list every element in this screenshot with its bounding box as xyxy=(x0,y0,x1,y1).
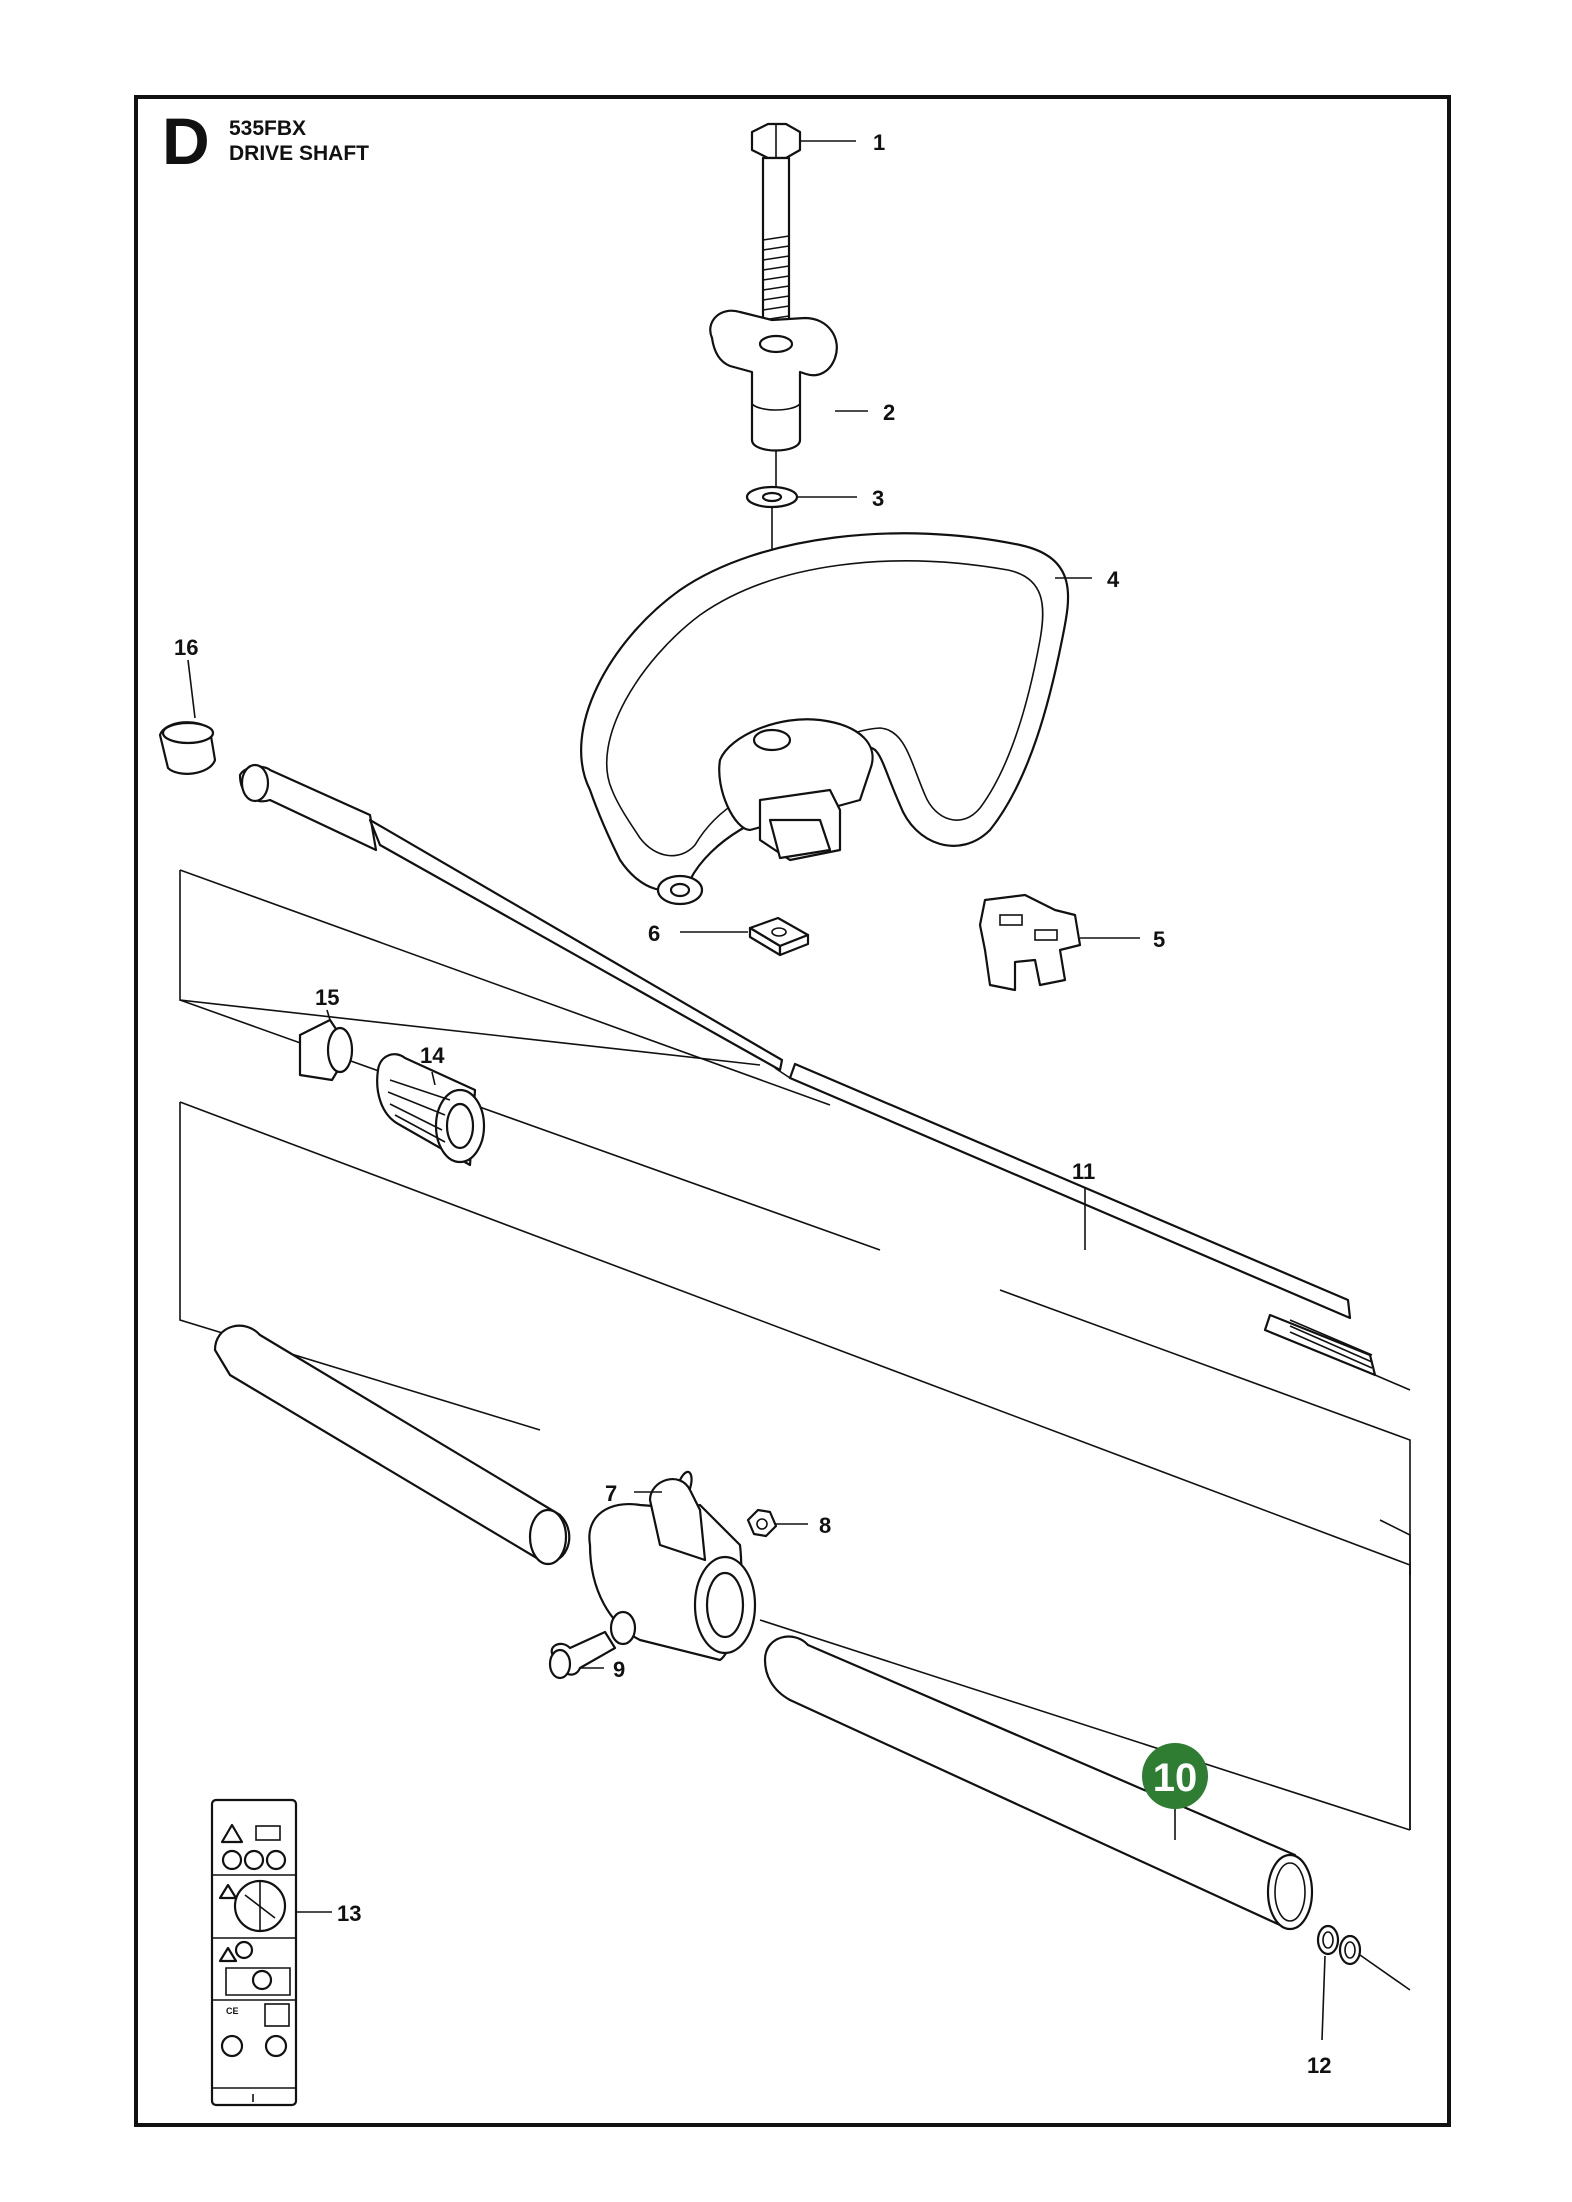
part-9-screw xyxy=(548,1630,617,1680)
part-2-wing-knob xyxy=(709,309,838,452)
callout-13: 13 xyxy=(337,1901,361,1926)
callout-16: 16 xyxy=(174,635,198,660)
part-6-square-nut xyxy=(680,916,810,957)
callout-4: 4 xyxy=(1107,567,1120,592)
callout-1: 1 xyxy=(873,130,885,155)
callout-3: 3 xyxy=(872,486,884,511)
callout-10-highlight: 10 xyxy=(1142,1743,1208,1809)
part-4-loop-handle xyxy=(580,532,1092,906)
part-16-end-cap xyxy=(158,659,217,775)
part-5-clamp xyxy=(978,893,1140,992)
svg-text:CE: CE xyxy=(226,2006,239,2016)
callout-9: 9 xyxy=(613,1657,625,1682)
model-name: 535FBX xyxy=(229,117,307,140)
callout-11: 11 xyxy=(1072,1159,1095,1184)
part-7-clamp-housing xyxy=(588,1471,757,1662)
callout-14: 14 xyxy=(420,1043,445,1068)
part-12-rings xyxy=(1316,1924,1411,2041)
part-15-sleeve xyxy=(298,1009,354,1082)
part-10-outer-tube xyxy=(763,1635,1314,1931)
part-13-warning-decal: CE xyxy=(210,1798,332,2107)
callout-7: 7 xyxy=(605,1481,617,1506)
highlight-badge xyxy=(1142,1743,1208,1809)
callout-labels: 1 2 3 4 5 6 7 8 9 11 12 13 14 15 16 10 xyxy=(174,130,1331,2078)
part-14-bearing xyxy=(376,1053,486,1167)
part-8-nut xyxy=(746,1508,808,1538)
tube-section-left xyxy=(213,1324,571,1566)
callout-6: 6 xyxy=(648,921,660,946)
part-11-drive-shaft xyxy=(238,763,1411,1391)
diagram-title: DRIVE SHAFT xyxy=(229,142,370,165)
callout-8: 8 xyxy=(819,1513,831,1538)
callout-leaders xyxy=(797,140,868,498)
callout-15: 15 xyxy=(315,985,339,1010)
section-letter: D xyxy=(162,104,210,178)
assembly-bracket-lines xyxy=(179,869,1411,1831)
diagram-frame xyxy=(134,95,1451,2127)
callout-10: 10 xyxy=(1153,1756,1198,1800)
callout-5: 5 xyxy=(1153,927,1165,952)
callout-2: 2 xyxy=(883,400,895,425)
callout-12: 12 xyxy=(1307,2053,1331,2078)
